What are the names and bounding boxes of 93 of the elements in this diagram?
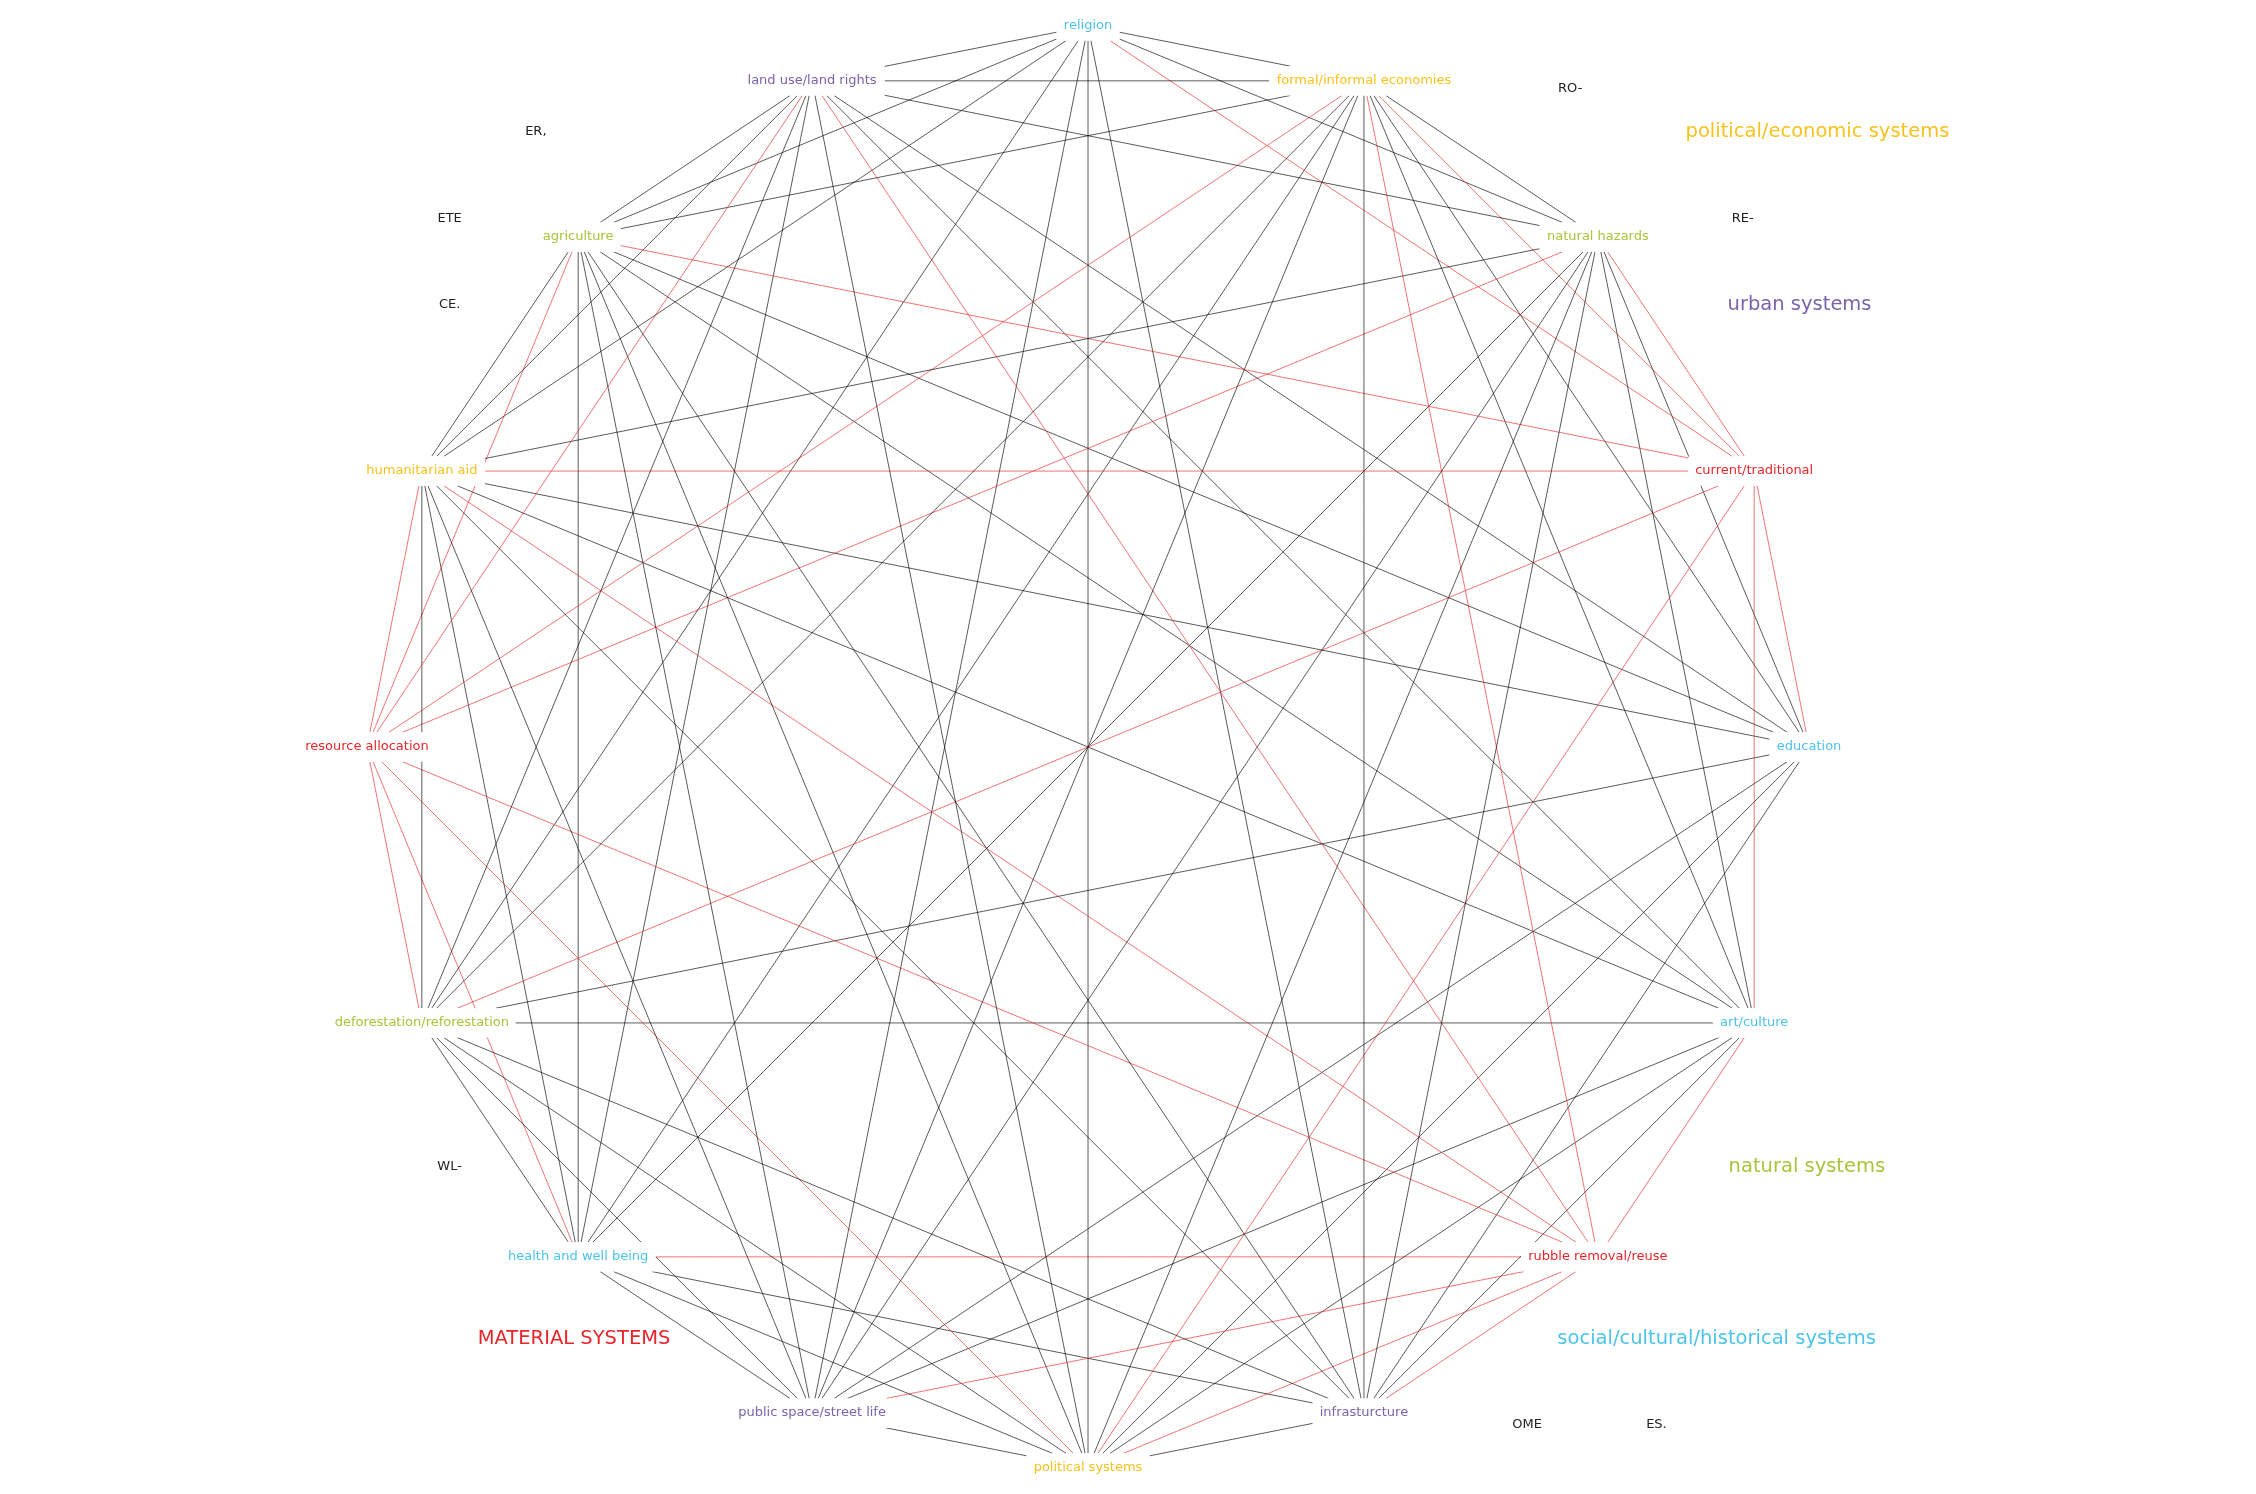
connector [1366, 251, 1596, 1399]
node-text: infrasturcture [1319, 1404, 1409, 1420]
label: OME [1512, 1416, 1542, 1432]
node-text: agriculture [542, 228, 614, 244]
connector [1756, 485, 1807, 733]
connector [1607, 1037, 1745, 1243]
connector [583, 251, 1083, 1454]
node-text: health and well being [508, 1247, 649, 1263]
connector [436, 485, 1350, 1399]
connector [580, 95, 810, 1243]
connector [613, 251, 1774, 733]
connector [431, 40, 1079, 1009]
connector [1369, 95, 1749, 1009]
connector [515, 1022, 1714, 1024]
connector [1093, 251, 1593, 1454]
label: RE- [1731, 209, 1754, 225]
label: political/economic systems [1685, 119, 1950, 143]
connector [424, 485, 576, 1243]
label: urban systems [1727, 291, 1872, 315]
label: ES. [1646, 1416, 1667, 1432]
node-text: education [1776, 738, 1842, 754]
connector [1097, 485, 1745, 1454]
connector [817, 95, 1359, 1399]
connector [443, 485, 1577, 1243]
label: ER, [525, 123, 547, 139]
connector [436, 95, 1350, 1009]
connector [613, 38, 1057, 223]
node-text: rubble removal/reuse [1528, 1247, 1668, 1263]
connector [1109, 40, 1733, 457]
connector [884, 80, 1270, 82]
label: social/cultural/historical systems [1557, 1326, 1876, 1350]
connector [1090, 40, 1362, 1399]
connector [826, 95, 1740, 1009]
connector [580, 251, 810, 1399]
connector [1753, 485, 1755, 1009]
connector [402, 761, 1563, 1243]
connector [1373, 95, 1800, 733]
connector [1109, 1037, 1733, 1454]
connector [1385, 1271, 1577, 1399]
connector [833, 95, 1788, 733]
label: MATERIAL SYSTEMS [477, 1326, 671, 1350]
connector [1600, 251, 1752, 1009]
connector [1373, 761, 1800, 1399]
connector [833, 761, 1788, 1399]
connector [376, 95, 803, 733]
connector [884, 94, 1541, 226]
connector [620, 245, 1689, 459]
connector [599, 251, 1733, 1009]
node-text: political systems [1033, 1459, 1143, 1475]
connector [1363, 95, 1365, 1399]
connector [1607, 251, 1745, 457]
connector [427, 485, 807, 1399]
label: CE. [438, 295, 461, 311]
connector [443, 40, 1067, 457]
connector [847, 1037, 1720, 1399]
node-text: art/culture [1720, 1014, 1789, 1030]
connector [1366, 95, 1596, 1243]
label: WL- [437, 1157, 462, 1173]
connector [436, 1037, 798, 1399]
connector [443, 1037, 1067, 1454]
connector [1123, 1271, 1563, 1454]
label: ETE [437, 209, 462, 225]
connector [402, 251, 1563, 733]
connector [427, 95, 807, 1009]
connector [821, 251, 1589, 1399]
connector [587, 95, 1355, 1243]
connector [484, 483, 1770, 740]
connector [388, 95, 1343, 733]
connector [655, 1256, 1522, 1258]
connector [1378, 95, 1740, 457]
connector [372, 251, 573, 733]
connector [369, 761, 420, 1009]
connector [1087, 40, 1089, 1454]
connector [436, 95, 798, 457]
node-text: religion [1063, 17, 1113, 33]
node-text: formal/informal economies [1276, 71, 1452, 87]
connector [372, 761, 573, 1243]
connector [484, 248, 1540, 459]
connector [456, 485, 1719, 1009]
node-text: land use/land rights [747, 71, 877, 87]
connector [592, 251, 1584, 1243]
connector [369, 485, 420, 733]
connector [821, 95, 1589, 1243]
connector [613, 1271, 1053, 1454]
connector [1119, 38, 1563, 223]
connector [484, 470, 1689, 472]
connector [577, 251, 579, 1243]
node-text: public space/street life [738, 1404, 886, 1420]
label: RO- [1558, 80, 1583, 96]
connector [381, 761, 1074, 1454]
connector [587, 251, 1355, 1399]
node-text: natural hazards [1547, 228, 1649, 244]
label: natural systems [1728, 1153, 1886, 1177]
